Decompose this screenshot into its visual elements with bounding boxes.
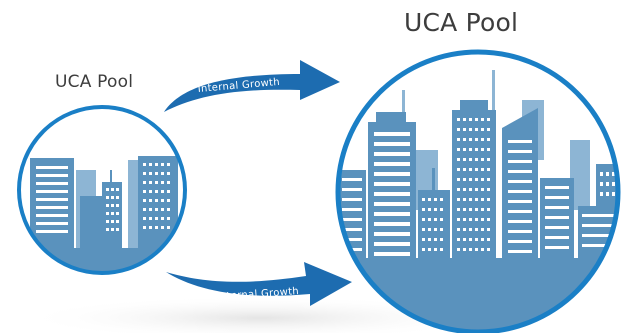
bottom-curved-arrow-icon	[166, 262, 352, 306]
floor-shadow	[20, 296, 500, 333]
small-pool-ring	[17, 105, 187, 275]
small-pool-skyline-icon	[17, 105, 187, 275]
large-pool-title: UCA Pool	[404, 8, 519, 37]
large-pool-skyline-icon	[335, 49, 621, 333]
large-pool-ring	[335, 49, 621, 333]
internal-growth-arrow: Internal Growth	[164, 60, 340, 112]
small-pool-title: UCA Pool	[55, 72, 134, 92]
internal-growth-label: Internal Growth	[197, 77, 280, 95]
top-curved-arrow-icon	[164, 60, 340, 112]
